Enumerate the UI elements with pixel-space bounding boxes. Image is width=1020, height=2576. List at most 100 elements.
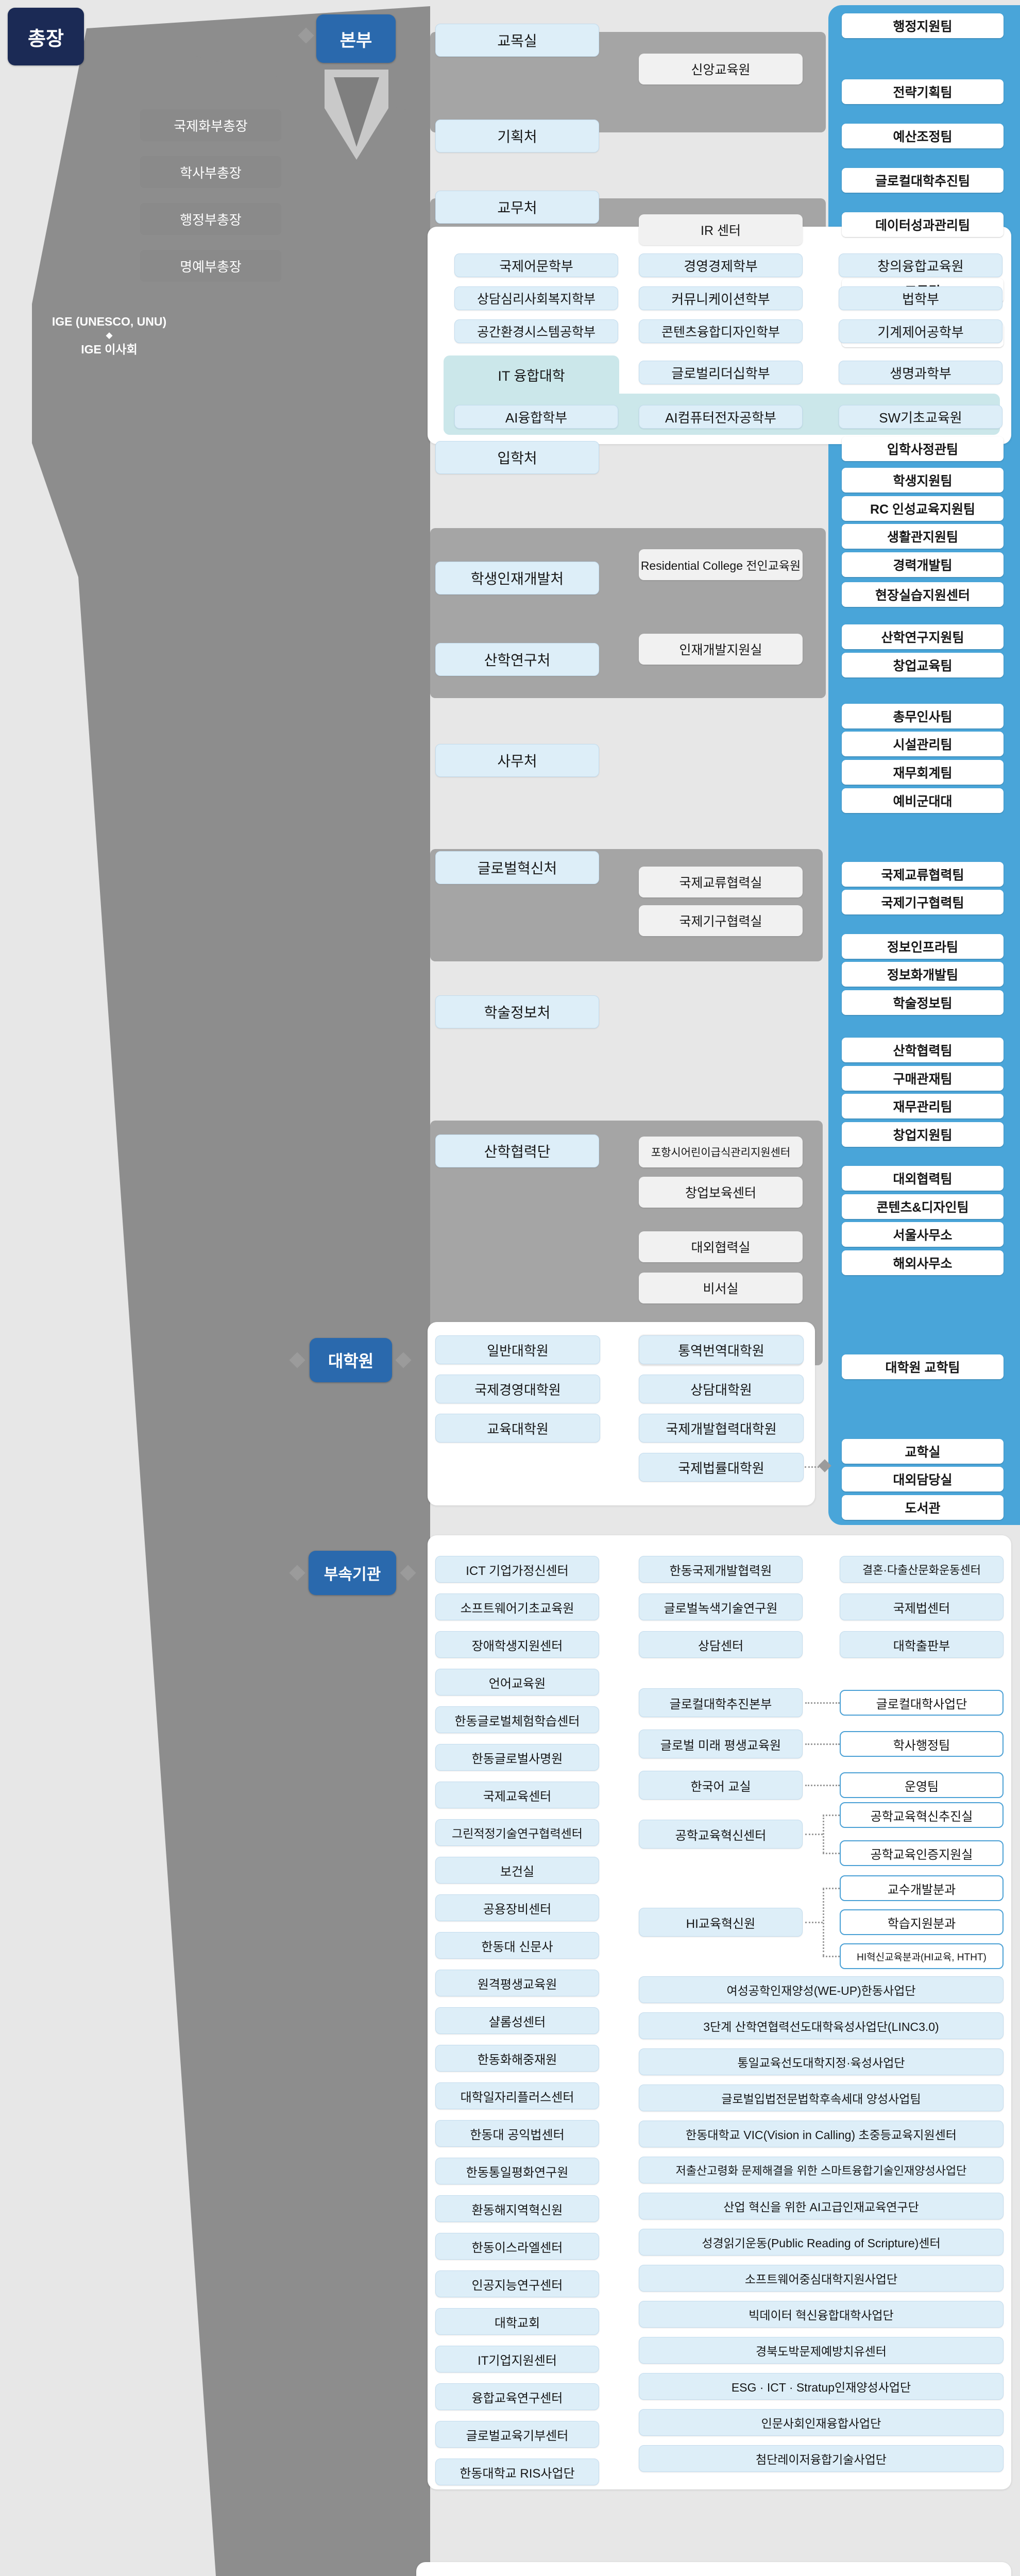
affiliate-box: IT기업지원센터 — [435, 2346, 599, 2372]
dotted-connector — [823, 1815, 824, 1853]
team-box: 재무관리팀 — [842, 1094, 1004, 1118]
dotted-connector — [823, 1956, 840, 1957]
sub-office-box: 국제기구협력실 — [639, 905, 803, 936]
affiliate-box: 인공지능연구센터 — [435, 2270, 599, 2297]
it-college-label: IT 융합대학 — [498, 368, 565, 384]
program-box: 여성공학인재양성(WE-UP)한동사업단 — [639, 1976, 1004, 2003]
team-box: 정보인프라팀 — [842, 934, 1004, 959]
affiliate-box: 글로벌 미래 평생교육원 — [639, 1730, 803, 1758]
team-box: 창업지원팀 — [842, 1122, 1004, 1147]
dotted-connector — [823, 1815, 840, 1816]
sub-office-box: 비서실 — [639, 1273, 803, 1303]
graduate-school-box: 교육대학원 — [435, 1414, 600, 1443]
dotted-connector — [823, 1853, 840, 1854]
sub-office-box: 대외협력실 — [639, 1231, 803, 1262]
vice-president-box: 행정부총장 — [140, 203, 281, 235]
team-box: 예산조정팀 — [842, 124, 1004, 148]
team-box: 교학실 — [842, 1439, 1004, 1464]
linked-unit-box: 교수개발분과 — [840, 1875, 1004, 1901]
dotted-connector — [805, 1466, 822, 1468]
dotted-connector — [823, 1888, 840, 1889]
affiliate-box: 대학일자리플러스센터 — [435, 2082, 599, 2109]
office-box: 학술정보처 — [435, 995, 599, 1028]
graduate-school-box: 상담대학원 — [639, 1375, 804, 1403]
affiliate-box: 한동글로벌사명원 — [435, 1744, 599, 1771]
affiliate-box: 국제교육센터 — [435, 1782, 599, 1808]
team-box: 현장실습지원센터 — [842, 582, 1004, 607]
team-box: 시설관리팀 — [842, 732, 1004, 756]
program-box: 저출산고령화 문제해결을 위한 스마트융합기술인재양성사업단 — [639, 2157, 1004, 2183]
sub-office-box: 포항시어린이급식관리지원센터 — [639, 1137, 803, 1167]
affiliate-box: 대학출판부 — [840, 1631, 1004, 1658]
team-box: 학생지원팀 — [842, 468, 1004, 493]
faculty-box: SW기초교육원 — [839, 405, 1002, 429]
vice-president-box: 학사부총장 — [140, 156, 281, 188]
faculty-box: 경영경제학부 — [639, 253, 803, 277]
team-box: 입학사정관팀 — [842, 436, 1004, 461]
vice-president-box: 국제화부총장 — [140, 109, 281, 141]
office-box: 교무처 — [435, 191, 599, 224]
affiliate-box: 한동국제개발협력원 — [639, 1556, 803, 1583]
program-box: 산업 혁신을 위한 AI고급인재교육연구단 — [639, 2193, 1004, 2219]
affiliate-box: 보건실 — [435, 1857, 599, 1884]
affiliate-box: 결혼·다출산문화운동센터 — [840, 1556, 1004, 1583]
affiliate-box: 언어교육원 — [435, 1669, 599, 1696]
program-box: 글로벌입법전문법학후속세대 양성사업팀 — [639, 2084, 1004, 2111]
team-box: 창업교육팀 — [842, 653, 1004, 677]
faculty-box: 글로벌리더십학부 — [639, 361, 803, 384]
affiliate-box: 소프트웨어기초교육원 — [435, 1594, 599, 1620]
affiliate-box: 공용장비센터 — [435, 1894, 599, 1921]
office-box: 입학처 — [435, 441, 599, 474]
dotted-connector — [823, 1888, 824, 1956]
program-box: 소프트웨어중심대학지원사업단 — [639, 2265, 1004, 2292]
team-box: 구매관재팀 — [842, 1066, 1004, 1091]
program-box: 통일교육선도대학지정·육성사업단 — [639, 2048, 1004, 2075]
office-box: 학생인재개발처 — [435, 562, 599, 595]
program-box: 3단계 산학연협력선도대학육성사업단(LINC3.0) — [639, 2012, 1004, 2039]
affiliate-box: 한국어 교실 — [639, 1771, 803, 1800]
team-box: 총무인사팀 — [842, 704, 1004, 728]
team-box: 경력개발팀 — [842, 552, 1004, 577]
team-box: 데이터성과관리팀 — [842, 212, 1004, 237]
graduate-school-box: 국제법률대학원 — [639, 1453, 804, 1482]
affiliate-box: 장애학생지원센터 — [435, 1631, 599, 1658]
affiliate-box: 원격평생교육원 — [435, 1970, 599, 1996]
affiliate-box: 융합교육연구센터 — [435, 2383, 599, 2410]
faculty-box: 콘텐츠융합디자인학부 — [639, 319, 803, 343]
team-box: 도서관 — [842, 1495, 1004, 1520]
linked-unit-box: 공학교육혁신추진실 — [840, 1802, 1004, 1828]
affiliate-box: 한동대학교 RIS사업단 — [435, 2459, 599, 2485]
faculty-box: 기계제어공학부 — [839, 319, 1002, 343]
team-box: 행정지원팀 — [842, 13, 1004, 38]
affiliate-box: 한동대 공익법센터 — [435, 2120, 599, 2147]
program-box: 첨단레이저융합기술사업단 — [639, 2445, 1004, 2472]
sub-office-box: 국제교류협력실 — [639, 867, 803, 897]
affiliate-box: 공학교육혁신센터 — [639, 1820, 803, 1849]
affiliate-box: 대학교회 — [435, 2308, 599, 2335]
program-box: 한동대학교 VIC(Vision in Calling) 초중등교육지원센터 — [639, 2121, 1004, 2147]
affiliate-box: HI교육혁신원 — [639, 1908, 803, 1937]
team-box: 대외협력팀 — [842, 1166, 1004, 1191]
affiliate-box: 국제법센터 — [840, 1594, 1004, 1620]
linked-unit-box: HI혁신교육분과(HI교육, HTHT) — [840, 1943, 1004, 1969]
affiliate-box: ICT 기업가정신센터 — [435, 1556, 599, 1583]
team-box: 대학원 교학팀 — [842, 1354, 1004, 1379]
program-box: ESG · ICT · Stratup인재양성사업단 — [639, 2373, 1004, 2400]
affiliate-box: 한동통일평화연구원 — [435, 2158, 599, 2184]
ige-diamond-icon: ◆ — [106, 330, 113, 341]
sub-office-box: 인재개발지원실 — [639, 634, 803, 665]
program-box: 성경읽기운동(Public Reading of Scripture)센터 — [639, 2229, 1004, 2256]
program-box: 경북도박문제예방치유센터 — [639, 2337, 1004, 2364]
graduate-school-box: 국제개발협력대학원 — [639, 1414, 804, 1443]
faculty-box: 국제어문학부 — [454, 253, 618, 277]
team-box: 글로컬대학추진팀 — [842, 168, 1004, 193]
sub-office-box: IR 센터 — [639, 214, 803, 245]
office-box: 산학연구처 — [435, 643, 599, 676]
faculty-box: 상담심리사회복지학부 — [454, 286, 618, 310]
linked-unit-box: 글로컬대학사업단 — [840, 1690, 1004, 1716]
linked-unit-box: 공학교육인증지원실 — [840, 1840, 1004, 1866]
team-box: 대외담당실 — [842, 1467, 1004, 1492]
dotted-connector — [805, 1743, 840, 1745]
faculty-box: 법학부 — [839, 286, 1002, 310]
